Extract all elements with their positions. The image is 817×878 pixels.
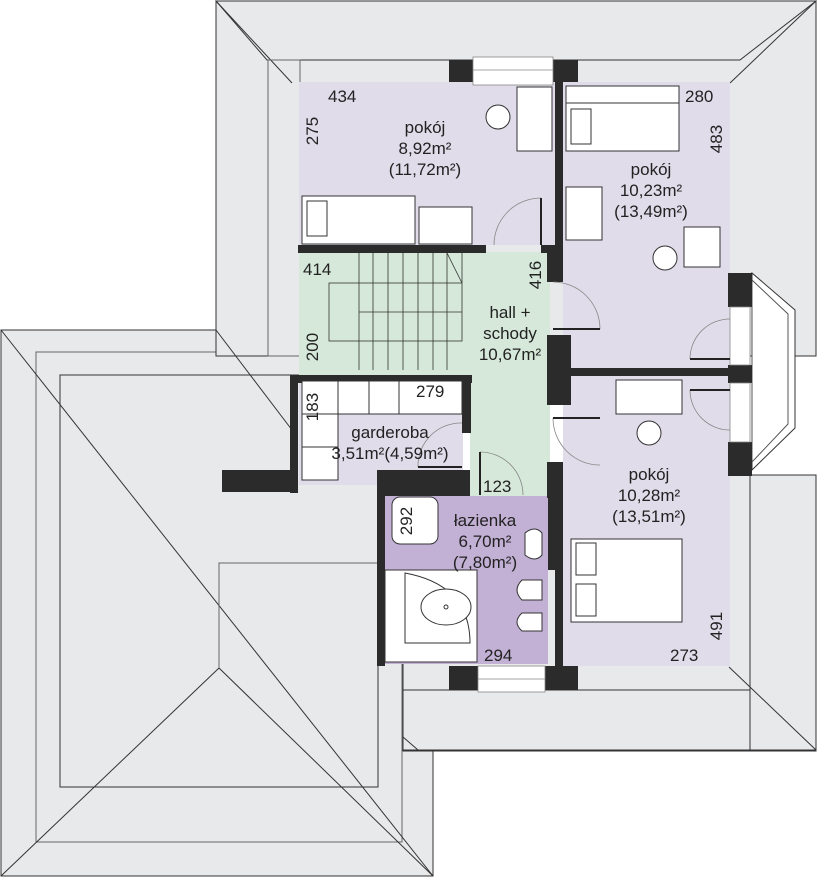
dim-275: 275 <box>303 116 323 146</box>
dim-416: 416 <box>526 260 546 290</box>
walls <box>222 60 752 690</box>
hall-name2: schody <box>483 324 537 343</box>
wardrobe-name: garderoba <box>351 423 429 442</box>
dim-292: 292 <box>397 506 417 536</box>
room-ne-area-gross: (13,49m²) <box>614 202 688 221</box>
bathroom-area: 6,70m² <box>458 532 512 551</box>
room-se-label: pokój 10,28m² (13,51m²) <box>594 464 704 527</box>
doors <box>417 197 731 496</box>
wardrobe-label: garderoba 3,51m²(4,59m²) <box>315 422 465 464</box>
room-se-area: 10,28m² <box>617 486 681 505</box>
room-se-area-gross: (13,51m²) <box>612 507 686 526</box>
dim-434: 434 <box>328 87 357 106</box>
room-ne-name: pokój <box>630 160 672 179</box>
windows <box>472 56 751 693</box>
bay-window <box>751 271 796 472</box>
hall-name: hall + <box>489 303 531 322</box>
dim-273: 273 <box>670 646 699 665</box>
dim-123: 123 <box>483 477 512 496</box>
furniture <box>301 85 721 663</box>
room-ne-label: pokój 10,23m² (13,49m²) <box>596 159 706 222</box>
dim-483: 483 <box>707 124 727 154</box>
room-nw-name: pokój <box>404 118 446 137</box>
room-nw-label: pokój 8,92m² (11,72m²) <box>370 117 480 180</box>
room-se-name: pokój <box>628 465 670 484</box>
bathroom-label: łazienka 6,70m² (7,80m²) <box>430 510 540 573</box>
room-nw-area-gross: (11,72m²) <box>388 160 462 179</box>
hall-area: 10,67m² <box>478 345 542 364</box>
bathroom-name: łazienka <box>453 511 517 530</box>
room-ne-area: 10,23m² <box>619 181 683 200</box>
hall-corridor-floor <box>470 252 550 498</box>
dim-279: 279 <box>416 382 445 401</box>
dim-200: 200 <box>303 332 323 362</box>
dim-491: 491 <box>707 611 727 641</box>
stairs <box>328 252 463 370</box>
bathroom-area-gross: (7,80m²) <box>452 553 518 572</box>
dim-183: 183 <box>303 392 323 422</box>
wardrobe-area: 3,51m²(4,59m²) <box>331 444 449 463</box>
hall-label: hall + schody 10,67m² <box>455 302 565 365</box>
dim-280: 280 <box>685 87 714 106</box>
dim-294: 294 <box>484 646 513 665</box>
dim-414: 414 <box>303 260 332 279</box>
room-nw-area: 8,92m² <box>398 139 452 158</box>
